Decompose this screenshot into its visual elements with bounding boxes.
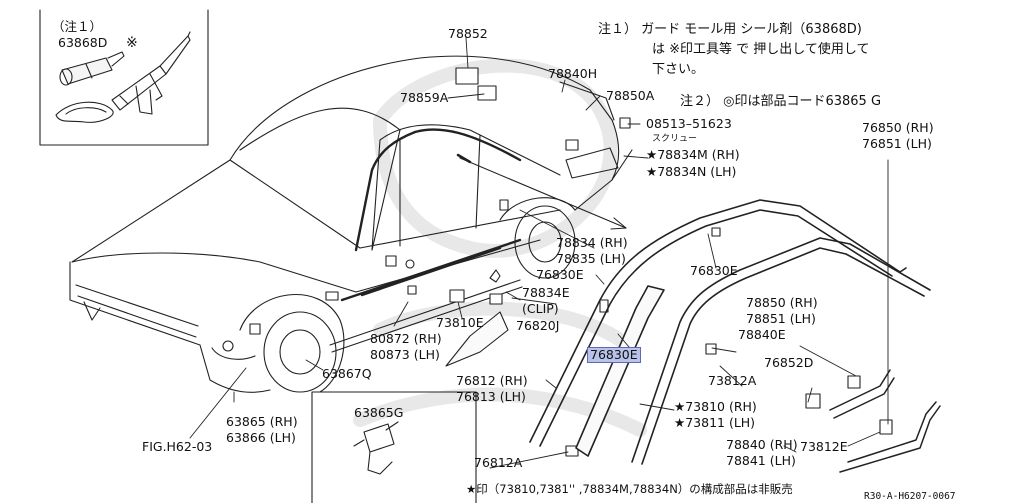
label-76830e-a: 76830E xyxy=(536,267,584,282)
label-73812a: 73812A xyxy=(708,373,757,388)
label-80873: 80873 (LH) xyxy=(370,347,440,362)
label-76812a: 76812A xyxy=(474,455,523,470)
label-76813: 76813 (LH) xyxy=(456,389,526,404)
label-63865g: 63865G xyxy=(354,405,404,420)
label-63866: 63866 (LH) xyxy=(226,430,296,445)
tool-mark: ※ xyxy=(126,35,138,51)
label-78834n: ★78834N (LH) xyxy=(646,164,737,179)
label-fig-ref: FIG.H62-03 xyxy=(142,439,213,454)
clips-on-car xyxy=(222,67,893,457)
label-78834e: 78834E xyxy=(522,285,570,300)
window-molding-76850 xyxy=(529,199,907,447)
label-76812: 76812 (RH) xyxy=(456,373,528,388)
label-clip: (CLIP) xyxy=(522,301,559,316)
inset-note-ref: （注１） xyxy=(52,19,103,34)
sealant-tube-icon xyxy=(55,51,125,123)
window-molding-78850 xyxy=(631,237,931,465)
label-76851: 76851 (LH) xyxy=(862,136,932,151)
car-body-outline xyxy=(69,55,633,393)
label-76852d: 76852D xyxy=(764,355,814,370)
watermark-emblem xyxy=(353,58,647,437)
note-1-line-1: 注１） ガード モール用 シール剤（63868D) xyxy=(598,22,862,37)
label-80872: 80872 (RH) xyxy=(370,331,442,346)
label-76830e-b: 76830E xyxy=(690,263,738,278)
label-63867q: 63867Q xyxy=(322,366,372,381)
pointer-arrow xyxy=(456,153,627,230)
label-76830e-highlighted: 76830E xyxy=(587,347,641,363)
label-78859a: 78859A xyxy=(400,90,449,105)
label-78850a: 78850A xyxy=(606,88,655,103)
clip-63865g-icon xyxy=(353,421,399,475)
weatherstrip-78840 xyxy=(829,369,941,473)
label-63865: 63865 (RH) xyxy=(226,414,298,429)
label-73810e: 73810E xyxy=(436,315,484,330)
label-73810: ★73810 (RH) xyxy=(674,399,757,414)
label-78850: 78850 (RH) xyxy=(746,295,818,310)
label-78834m: ★78834M (RH) xyxy=(646,147,740,162)
sealant-inset-box xyxy=(39,9,209,146)
footer-note: ★印（73810,7381'' ,78834M,78834N）の構成部品は非販売 xyxy=(466,482,793,496)
label-screw: スクリュー xyxy=(652,134,698,144)
label-08513: 08513–51623 xyxy=(646,116,732,131)
label-73811: ★73811 (LH) xyxy=(674,415,756,430)
label-76820j: 76820J xyxy=(516,318,560,333)
caulking-gun-icon xyxy=(111,31,191,115)
pillar-molding-76812 xyxy=(575,285,665,457)
note-2: 注２） ◎印は部品コード63865 G xyxy=(680,94,882,109)
label-78840e: 78840E xyxy=(738,327,786,342)
note-1-line-3: 下さい。 xyxy=(652,62,705,77)
label-73812e: 73812E xyxy=(800,439,848,454)
fender-molding-76820j xyxy=(445,269,509,367)
label-78834: 78834 (RH) xyxy=(556,235,628,250)
label-78840h: 78840H xyxy=(548,66,598,81)
label-78852: 78852 xyxy=(448,26,488,41)
label-78835: 78835 (LH) xyxy=(556,251,626,266)
drawing-id: R30-A-H6207-0067 xyxy=(864,491,956,502)
leader-lines xyxy=(189,37,889,469)
window-molding-on-car xyxy=(340,128,522,302)
label-78840: 78840 (RH) xyxy=(726,437,798,452)
clip-inset-box xyxy=(311,391,477,503)
label-78851: 78851 (LH) xyxy=(746,311,816,326)
label-78841: 78841 (LH) xyxy=(726,453,796,468)
label-76850: 76850 (RH) xyxy=(862,120,934,135)
note-1-line-2: は ※印工具等 で 押し出して使用して xyxy=(652,42,870,57)
part-63868d: 63868D xyxy=(58,35,108,50)
